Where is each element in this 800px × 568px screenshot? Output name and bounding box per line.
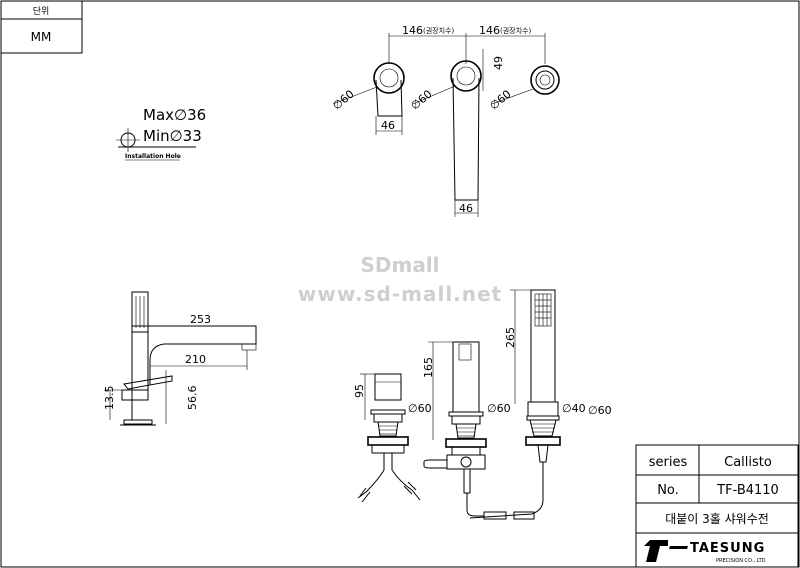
series-label: series (649, 455, 688, 470)
unit-value: MM (31, 30, 52, 44)
dim-56-6: 56.6 (186, 386, 199, 411)
dim-h-95: 95 (353, 384, 366, 398)
brand-name: TAESUNG (690, 541, 765, 556)
left-handle-outline (373, 62, 405, 94)
no-value: TF-B4110 (716, 483, 779, 498)
right-holder-outline (530, 65, 560, 95)
side-view: 253 210 13.5 56.6 (103, 291, 257, 426)
dim-13-5: 13.5 (103, 386, 116, 411)
product-description: 대붙이 3홀 샤워수전 (665, 512, 769, 526)
hole-min: Min∅33 (143, 127, 202, 145)
dim-d-40: ∅40 (562, 402, 586, 415)
hole-caption: Installation Hole (125, 153, 181, 160)
dim-spacing-right-note: (권장치수) (500, 26, 531, 35)
dim-d-60b: ∅60 (487, 402, 511, 415)
dim-d-60a: ∅60 (408, 402, 432, 415)
dim-width-left: 46 (381, 119, 395, 132)
watermark: SDmall www.sd-mall.net (298, 253, 502, 306)
dim-dia-mid: ∅60 (408, 87, 434, 112)
installation-hole-spec: Max∅36 Min∅33 Installation Hole (116, 106, 206, 161)
dim-spout-210: 210 (185, 353, 206, 366)
dim-dia-left: ∅60 (330, 87, 356, 112)
no-label: No. (657, 483, 679, 498)
dim-d-60c: ∅60 (588, 404, 612, 417)
unit-label: 단위 (33, 6, 50, 17)
front-view: 95 ∅60 165 ∅60 2 (353, 289, 612, 520)
top-view: 146 (권장치수) 146 (권장치수) 46 ∅60 46 49 ∅60 ∅… (330, 24, 560, 217)
title-block: series Callisto No. TF-B4110 대붙이 3홀 샤워수전… (635, 444, 799, 568)
dim-dia-right: ∅60 (487, 87, 513, 112)
watermark-line2: www.sd-mall.net (298, 282, 502, 306)
mid-spout-outline (450, 60, 482, 92)
dim-spacing-left: 146 (402, 24, 423, 37)
dim-spacing-right: 146 (479, 24, 500, 37)
hole-max: Max∅36 (143, 106, 206, 124)
dim-spacing-left-note: (권장치수) (423, 26, 454, 35)
dim-height-49: 49 (492, 56, 505, 70)
dim-h-265: 265 (504, 327, 517, 348)
watermark-line1: SDmall (360, 253, 439, 277)
dim-spout-253: 253 (190, 313, 211, 326)
series-value: Callisto (724, 455, 772, 470)
brand-sub: PRECISION CO., LTD (716, 558, 766, 564)
unit-box: 단위 MM (0, 0, 83, 54)
dim-width-mid: 46 (459, 202, 473, 215)
dim-h-165: 165 (422, 357, 435, 378)
taesung-logo: TAESUNG PRECISION CO., LTD (644, 540, 766, 564)
